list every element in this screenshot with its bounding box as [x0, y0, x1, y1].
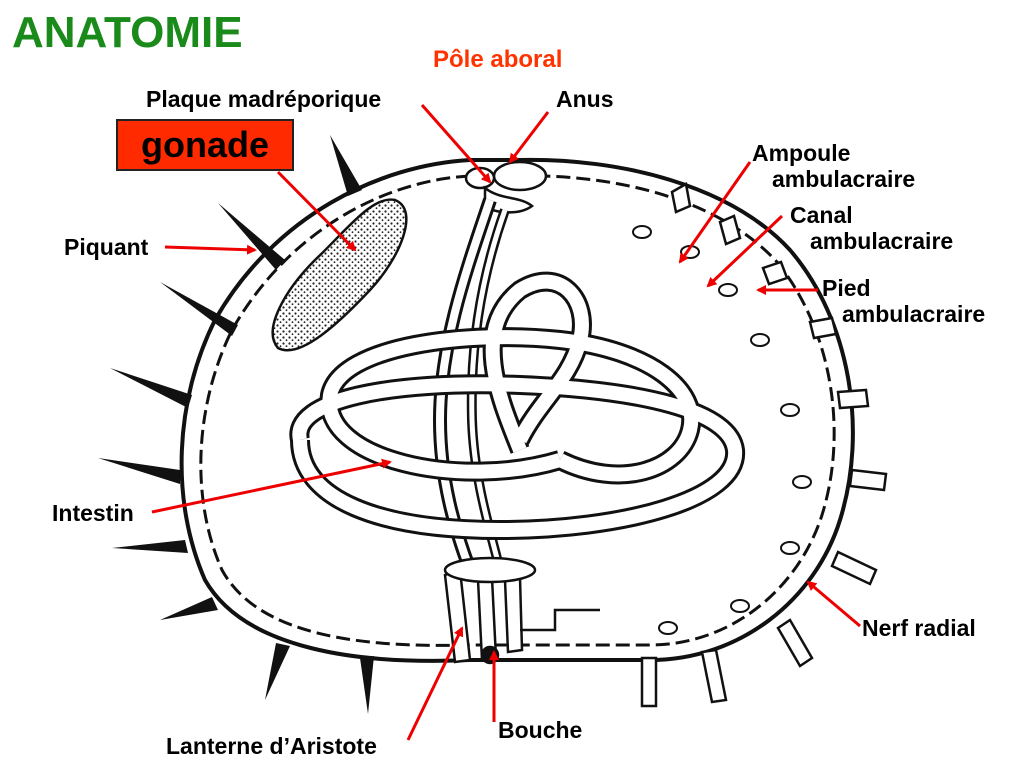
label-intestin: Intestin: [52, 500, 134, 526]
arrow-piquant: [164, 244, 257, 255]
pointer-arrows: [151, 104, 861, 741]
gonade-label: gonade: [140, 124, 269, 165]
arrow-nerf: [806, 580, 861, 628]
label-bouche: Bouche: [498, 717, 583, 743]
arrow-anus: [508, 111, 550, 164]
label-ampoule: Ampoule ambulacraire: [752, 140, 915, 192]
arrow-lanterne: [406, 626, 464, 741]
aristotle-lantern: [443, 556, 600, 665]
arrow-plaque: [420, 104, 492, 184]
slide-title: ANATOMIE: [12, 8, 243, 57]
label-pied: Pied ambulacraire: [822, 275, 985, 327]
label-nerf: Nerf radial: [862, 615, 976, 641]
intestine: [289, 271, 746, 541]
shell: [179, 157, 855, 663]
arrow-ampoule: [678, 161, 752, 264]
label-ampoule-line1: Ampoule: [752, 140, 851, 166]
label-pied-line2: ambulacraire: [842, 301, 986, 327]
label-ampoule-line2: ambulacraire: [772, 166, 916, 192]
label-canal: Canal ambulacraire: [790, 202, 953, 254]
arrow-intestin: [151, 458, 392, 514]
label-pied-line1: Pied: [822, 275, 871, 301]
arrow-gonade: [276, 170, 357, 252]
label-anus: Anus: [556, 86, 614, 112]
label-canal-line2: ambulacraire: [810, 228, 954, 254]
gonade-label-box: gonade: [116, 119, 294, 171]
tube-feet: [640, 182, 888, 708]
pole-aboral-label: Pôle aboral: [433, 46, 563, 73]
label-plaque: Plaque madréporique: [146, 86, 382, 112]
label-lanterne: Lanterne d’Aristote: [166, 733, 377, 759]
arrow-canal: [706, 214, 784, 288]
label-canal-line1: Canal: [790, 202, 853, 228]
label-piquant: Piquant: [64, 234, 149, 260]
gonad: [271, 198, 408, 352]
